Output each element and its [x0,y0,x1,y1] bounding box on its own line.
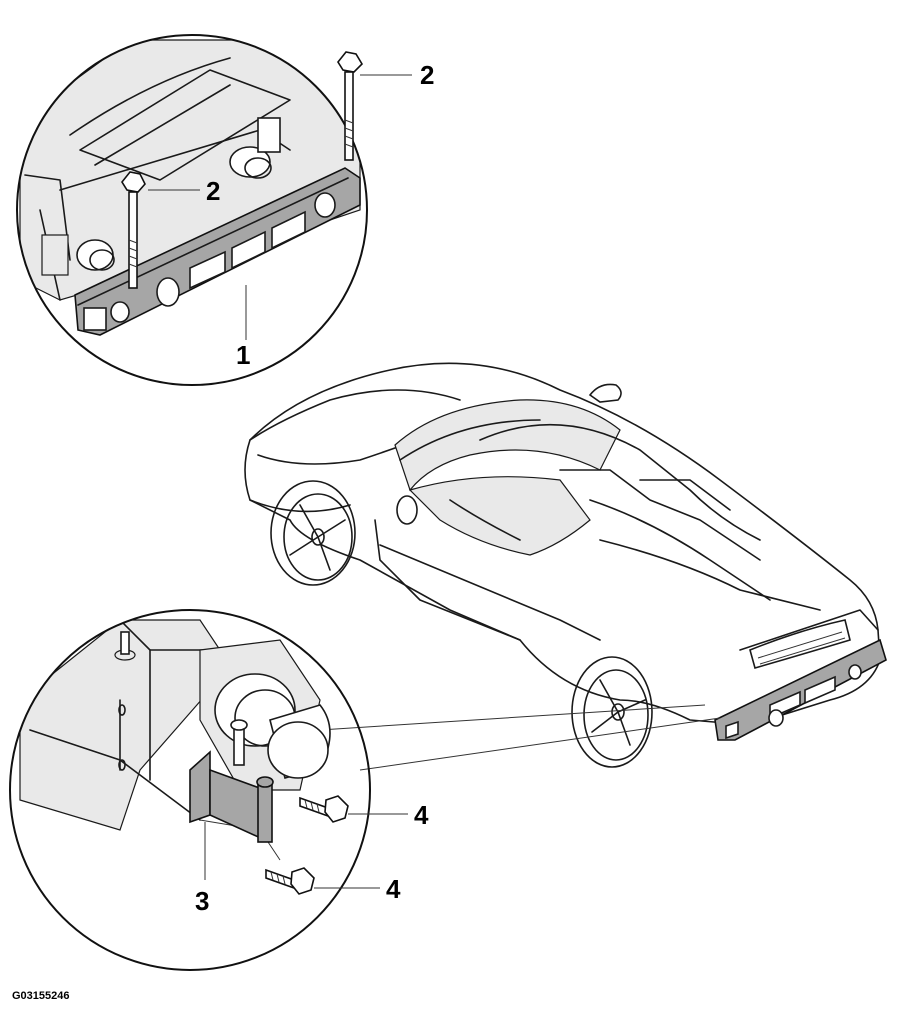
top-detail-view [16,34,368,386]
bracket-part-3 [189,750,274,843]
callout-1: 1 [236,340,250,370]
callout-3: 3 [195,886,209,916]
figure-id-label: G03155246 [12,990,70,1002]
callout-4-upper: 4 [414,800,429,830]
cross-member-part-1 [74,167,361,336]
screw-4-lower [265,867,315,895]
callout-leaders [148,74,412,889]
screw-4-upper [299,795,349,823]
vehicle-illustration [244,362,887,768]
callout-4-lower: 4 [386,874,401,904]
callout-2-lower: 2 [206,176,220,206]
bolt-2-upper [337,51,364,161]
bolt-2-lower [121,171,146,289]
front-wheel [270,480,356,586]
detail-leader-lines [319,704,721,771]
bottom-detail-view [9,609,371,971]
rear-wheel [571,656,653,768]
callout-2-upper: 2 [420,60,434,90]
